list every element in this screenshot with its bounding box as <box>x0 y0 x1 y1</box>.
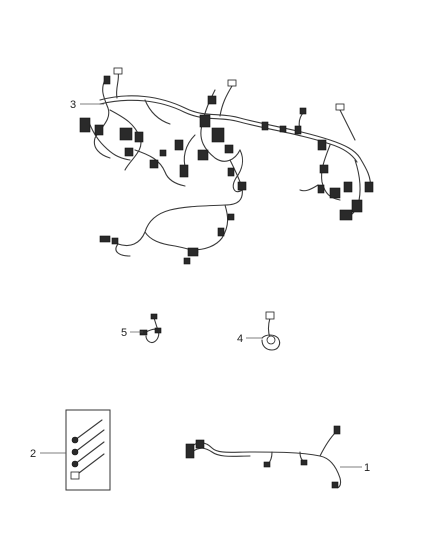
part-2-repair-kit <box>65 409 111 491</box>
part-4-clip-harness <box>261 311 281 351</box>
part-3-instrument-panel-harness <box>79 67 374 265</box>
part-1-floor-harness <box>185 425 342 489</box>
callout-3: 3 <box>70 99 76 111</box>
callout-4: 4 <box>237 333 243 345</box>
callout-2: 2 <box>30 448 36 460</box>
callout-1: 1 <box>364 462 370 474</box>
part-5-jumper-harness <box>139 313 162 344</box>
callout-5: 5 <box>121 327 127 339</box>
